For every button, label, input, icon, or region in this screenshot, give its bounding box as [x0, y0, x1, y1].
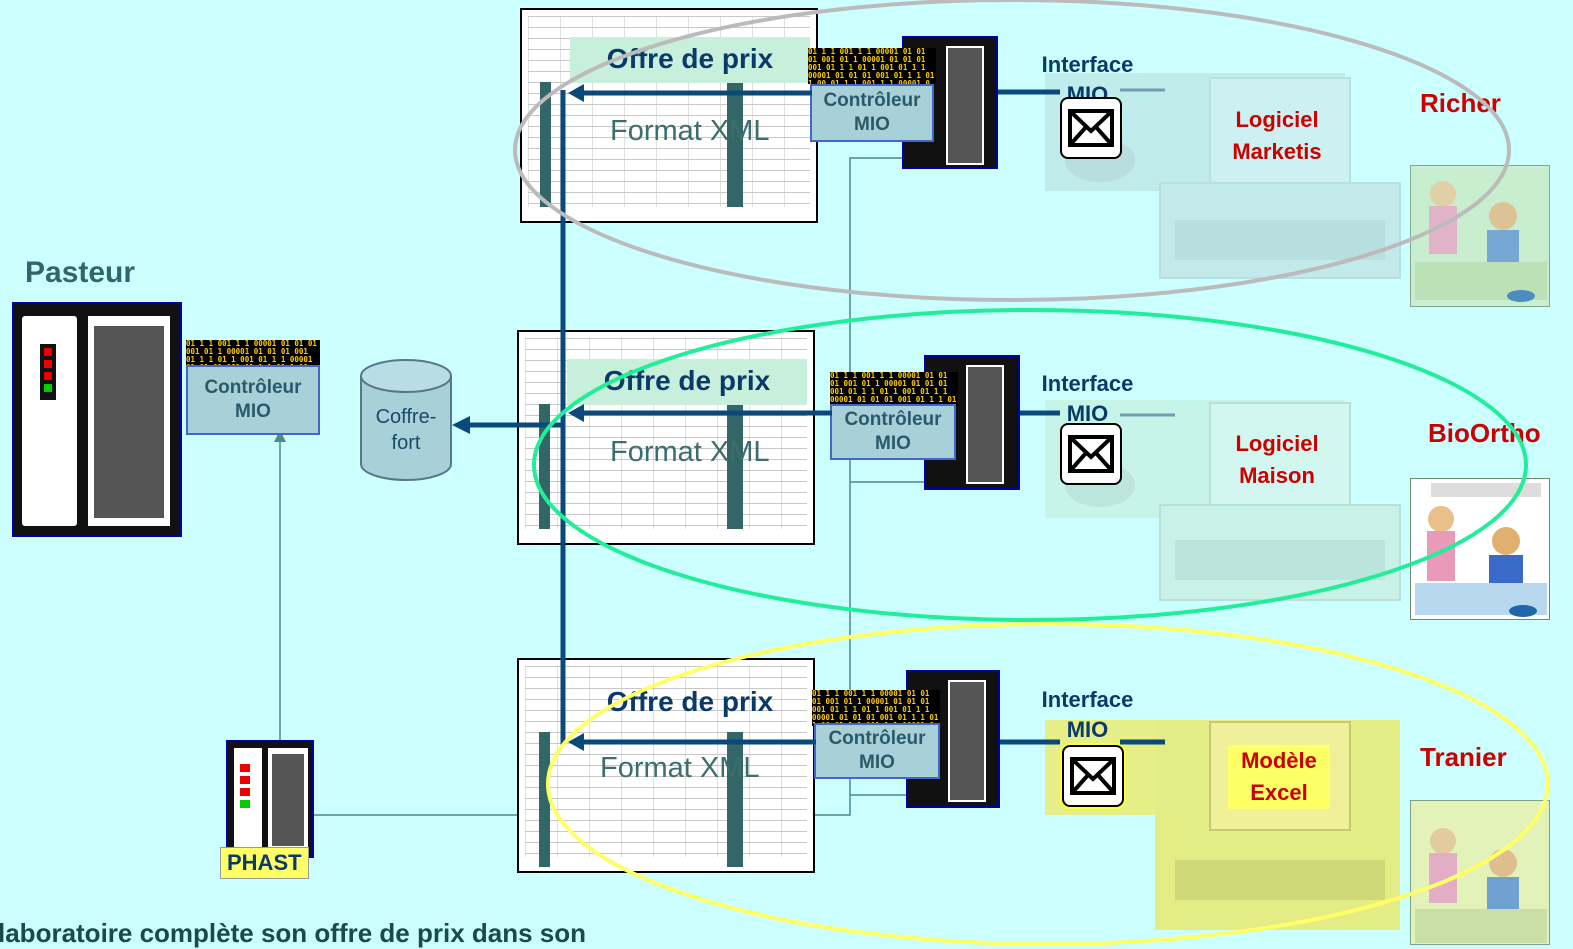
pasteur-title: Pasteur — [25, 256, 136, 289]
coffre-line2: fort — [391, 432, 421, 454]
client-name-tranier: Tranier — [1420, 742, 1507, 772]
controleur-mio-3: Contrôleur MIO — [814, 723, 940, 779]
coffre-fort-label: Coffre- fort — [358, 404, 454, 456]
controleur-line2: MIO — [235, 401, 271, 422]
controleur-mio-1: Contrôleur MIO — [810, 84, 934, 142]
controleur-line2: MIO — [854, 114, 890, 135]
binary-strip-3: 01 1 1 001 1 1 00001 01 01 01 001 01 1 0… — [812, 690, 940, 726]
envelope-icon-2 — [1060, 423, 1122, 485]
server-icon-phast — [226, 740, 314, 858]
controleur-line1: Contrôleur — [823, 90, 921, 111]
software-label-3: Modèle Excel — [1228, 745, 1330, 809]
client-name-richer: Richer — [1420, 88, 1501, 118]
controleur-mio-2: Contrôleur MIO — [830, 404, 956, 460]
controleur-mio-pasteur: Contrôleur MIO — [186, 365, 320, 435]
software-line1: Modèle — [1241, 748, 1317, 773]
server-icon-pasteur — [12, 302, 182, 537]
software-label-2: Logiciel Maison — [1212, 428, 1342, 492]
binary-strip-1: 01 1 1 001 1 1 00001 01 01 01 001 01 1 0… — [808, 48, 936, 84]
controleur-line1: Contrôleur — [828, 728, 926, 749]
offre-label-2: Offre de prix — [567, 359, 807, 405]
offre-label-3: Offre de prix — [606, 686, 774, 717]
bottom-caption: laboratoire complète son offre de prix d… — [0, 918, 587, 948]
software-line2: Marketis — [1232, 139, 1322, 164]
format-xml-1: Format XML — [610, 115, 770, 147]
controleur-line1: Contrôleur — [204, 377, 302, 398]
controleur-line1: Contrôleur — [844, 409, 942, 430]
interface-line2: MIO — [1066, 717, 1109, 742]
envelope-icon-1 — [1060, 97, 1122, 159]
software-line1: Logiciel — [1235, 431, 1319, 456]
binary-strip-2: 01 1 1 001 1 1 00001 01 01 01 001 01 1 0… — [830, 372, 958, 408]
format-xml-3: Format XML — [600, 752, 760, 784]
format-xml-2: Format XML — [610, 436, 770, 468]
database-icon — [360, 359, 452, 481]
coffre-line1: Coffre- — [375, 406, 437, 428]
interface-mio-3: Interface MIO — [1025, 685, 1150, 745]
phast-label: PHAST — [220, 847, 309, 879]
people-icon-richer — [1410, 165, 1550, 307]
people-icon-tranier — [1410, 800, 1550, 945]
interface-mio-2: Interface MIO — [1025, 369, 1150, 429]
interface-line1: Interface — [1041, 371, 1134, 396]
offre-label-1: Offre de prix — [570, 37, 810, 83]
interface-line1: Interface — [1041, 687, 1134, 712]
software-line2: Maison — [1239, 463, 1315, 488]
software-label-1: Logiciel Marketis — [1212, 104, 1342, 168]
controleur-line2: MIO — [859, 752, 895, 773]
software-line2: Excel — [1250, 780, 1308, 805]
client-name-bioortho: BioOrtho — [1428, 418, 1541, 448]
people-icon-bioortho — [1410, 478, 1550, 620]
envelope-icon-3 — [1062, 745, 1124, 807]
interface-line1: Interface — [1041, 52, 1134, 77]
software-line1: Logiciel — [1235, 107, 1319, 132]
controleur-line2: MIO — [875, 433, 911, 454]
